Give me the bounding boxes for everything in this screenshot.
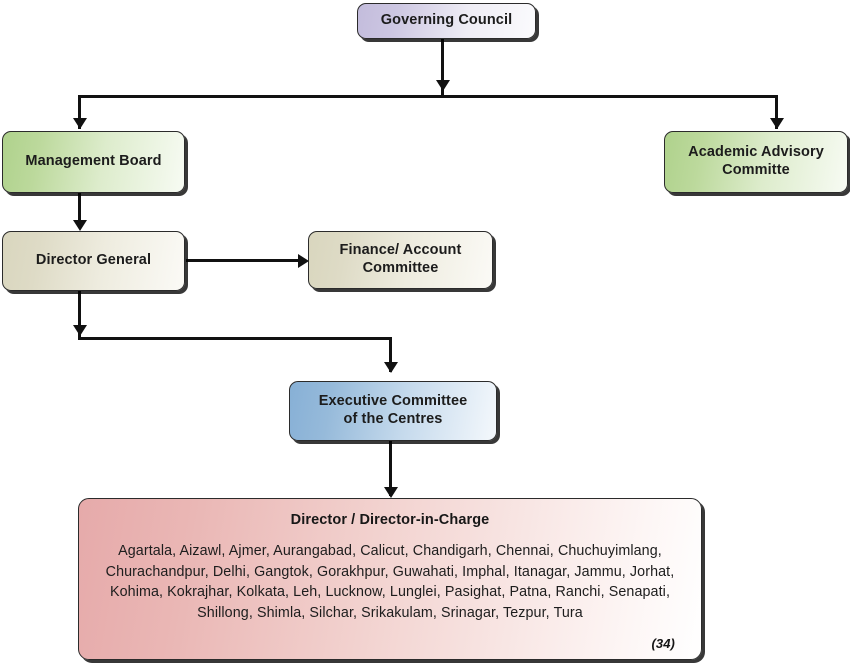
node-executive-committee[interactable]: Executive Committee of the Centres: [289, 381, 497, 441]
node-management-board-label: Management Board: [25, 153, 162, 170]
node-director-general-label: Director General: [35, 252, 152, 269]
node-finance-account-committee[interactable]: Finance/ Account Committee: [308, 231, 493, 289]
connector-exec-bar: [78, 337, 392, 340]
connector-dg-to-finance: [186, 259, 302, 262]
connector-top-split-bar: [78, 95, 778, 98]
directors-panel-title: Director / Director-in-Charge: [290, 512, 490, 528]
arrowhead-directors-panel: [383, 487, 398, 498]
node-directors-panel[interactable]: Director / Director-in-Charge Agartala, …: [78, 498, 702, 660]
directors-centres-list: Agartala, Aizawl, Ajmer, Aurangabad, Cal…: [105, 542, 675, 622]
connector-to-executive-committee: [389, 337, 392, 372]
arrowhead-director-general: [72, 220, 87, 231]
arrowhead-finance-committee: [298, 254, 309, 268]
arrowhead-management-board: [72, 118, 87, 129]
node-management-board[interactable]: Management Board: [2, 131, 185, 193]
node-finance-account-committee-label: Finance/ Account Committee: [339, 242, 462, 276]
node-director-general[interactable]: Director General: [2, 231, 185, 291]
connector-board-to-dg: [78, 192, 81, 228]
connector-governing-down: [441, 37, 444, 97]
node-governing-council[interactable]: Governing Council: [357, 3, 536, 39]
directors-panel-inner: Director / Director-in-Charge Agartala, …: [79, 499, 701, 659]
connector-dg-down: [78, 291, 81, 340]
connector-to-academic-advisory: [775, 95, 778, 129]
arrowhead-academic-advisory: [769, 118, 784, 129]
arrowhead-dg-corner: [72, 325, 87, 336]
directors-count-badge: (34): [651, 636, 675, 652]
connector-to-management-board: [78, 95, 81, 129]
node-academic-advisory-committee-label: Academic Advisory Committe: [688, 144, 824, 178]
arrowhead-executive-committee: [383, 362, 398, 373]
node-executive-committee-label: Executive Committee of the Centres: [318, 393, 468, 427]
node-academic-advisory-committee[interactable]: Academic Advisory Committe: [664, 131, 848, 193]
node-governing-council-label: Governing Council: [380, 12, 513, 29]
connector-exec-to-directors: [389, 441, 392, 496]
arrowhead-governing-down: [435, 80, 450, 91]
